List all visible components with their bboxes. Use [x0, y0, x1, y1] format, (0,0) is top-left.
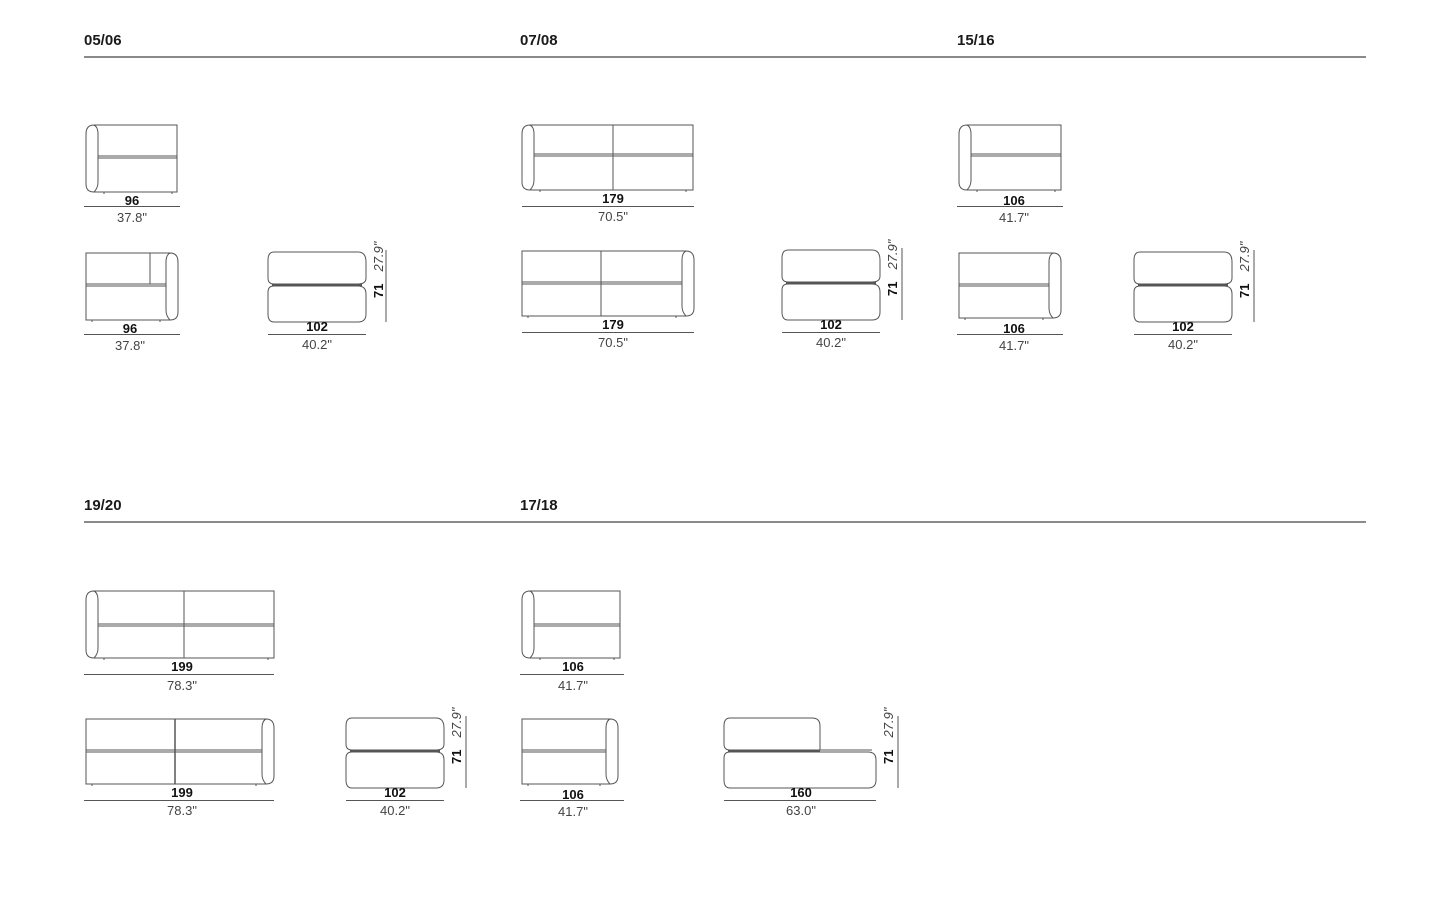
- dim-width-in: 41.7": [999, 210, 1029, 225]
- dim-width-in: 78.3": [167, 803, 197, 818]
- module-07-08-front-bottom: 179 70.5": [520, 248, 696, 349]
- dim-height: 71 27.9": [448, 708, 466, 764]
- dim-width-in: 70.5": [598, 335, 628, 350]
- sofa-front-arm-left-drawing: [85, 124, 178, 194]
- section-label-05-06: 05/06: [84, 32, 122, 49]
- dim-width-in: 37.8": [117, 210, 147, 225]
- section-label-19-20: 19/20: [84, 497, 122, 514]
- dim-depth-in: 40.2": [302, 337, 332, 352]
- dim-width-in: 41.7": [558, 678, 588, 693]
- dim-depth-in: 63.0": [786, 803, 816, 818]
- module-19-20-front-bottom: 199 78.3": [84, 716, 278, 818]
- module-17-18-side-chaise: 160 63.0" 71 27.9": [722, 708, 922, 818]
- module-17-18-front-top: 106 41.7": [520, 588, 626, 692]
- sofa-front-2seat-arm-left-drawing: [85, 590, 275, 660]
- module-07-08-front-top: 179 70.5": [520, 122, 696, 223]
- dim-width-cm: 106: [562, 787, 584, 802]
- module-15-16-front-bottom: 106 41.7": [957, 250, 1063, 352]
- dim-width-cm: 96: [124, 193, 140, 208]
- section-label-15-16: 15/16: [957, 32, 995, 49]
- dim-height-cm: 71: [1237, 283, 1252, 298]
- dim-height-in: 27.9": [1237, 241, 1252, 272]
- dim-width-cm: 199: [171, 785, 193, 800]
- sofa-front-2seat-arm-left-drawing: [521, 124, 694, 192]
- sofa-side-drawing: [345, 716, 467, 789]
- dim-height: 71 27.9": [370, 242, 388, 298]
- dim-width-in: 78.3": [167, 678, 197, 693]
- dim-height-cm: 71: [881, 749, 896, 764]
- dim-height-cm: 71: [885, 281, 900, 296]
- sofa-side-drawing: [781, 248, 903, 321]
- sofa-front-arm-left-drawing: [958, 124, 1062, 192]
- section-label-17-18: 17/18: [520, 497, 558, 514]
- dim-height-in: 27.9": [371, 241, 386, 272]
- sofa-side-drawing: [1133, 250, 1255, 323]
- dim-height-cm: 71: [371, 283, 386, 298]
- dim-depth-in: 40.2": [380, 803, 410, 818]
- dim-width-cm: 96: [122, 321, 138, 336]
- sofa-front-arm-left-drawing: [521, 590, 621, 660]
- sofa-side-chaise-drawing: [723, 716, 899, 789]
- module-15-16-side: 102 40.2" 71 27.9": [1132, 242, 1272, 352]
- module-19-20-side: 102 40.2" 71 27.9": [344, 708, 484, 818]
- dim-depth-cm: 102: [1172, 319, 1194, 334]
- section-divider-top: [84, 56, 1366, 58]
- dim-height: 71 27.9": [884, 240, 902, 296]
- module-05-06-front-bottom: 96 37.8": [84, 250, 180, 353]
- module-15-16-front-top: 106 41.7": [957, 122, 1063, 224]
- dim-height: 71 27.9": [1236, 242, 1254, 298]
- sofa-front-arm-right-drawing: [85, 252, 179, 322]
- dim-width-cm: 106: [562, 659, 584, 674]
- section-divider-bottom: [84, 521, 1366, 523]
- sofa-front-2seat-arm-right-drawing: [85, 718, 275, 786]
- dim-height-in: 27.9": [881, 707, 896, 738]
- dim-height: 71 27.9": [880, 708, 898, 764]
- sofa-front-arm-right-drawing: [958, 252, 1062, 320]
- dim-width-in: 70.5": [598, 209, 628, 224]
- dim-width-cm: 179: [602, 317, 624, 332]
- module-05-06-front-top: 96 37.8": [84, 122, 180, 225]
- module-05-06-side: 102 40.2" 71 27.9": [266, 242, 406, 352]
- sofa-front-arm-right-drawing: [521, 718, 619, 786]
- dim-width-cm: 179: [602, 191, 624, 206]
- dim-depth-in: 40.2": [816, 335, 846, 350]
- dim-width-cm: 106: [1003, 321, 1025, 336]
- dim-width-in: 41.7": [558, 804, 588, 819]
- dim-width-in: 37.8": [115, 338, 145, 353]
- dim-depth-cm: 160: [790, 785, 812, 800]
- dim-height-cm: 71: [449, 749, 464, 764]
- module-17-18-front-bottom: 106 41.7": [520, 716, 626, 819]
- dim-depth-cm: 102: [820, 317, 842, 332]
- dim-height-in: 27.9": [885, 239, 900, 270]
- dim-width-cm: 106: [1003, 193, 1025, 208]
- sofa-front-2seat-arm-right-drawing: [521, 250, 695, 318]
- dim-width-in: 41.7": [999, 338, 1029, 353]
- module-07-08-side: 102 40.2" 71 27.9": [780, 240, 920, 350]
- dim-depth-cm: 102: [384, 785, 406, 800]
- section-label-07-08: 07/08: [520, 32, 558, 49]
- dim-depth-in: 40.2": [1168, 337, 1198, 352]
- dim-depth-cm: 102: [306, 319, 328, 334]
- module-19-20-front-top: 199 78.3": [84, 588, 278, 692]
- dim-width-cm: 199: [171, 659, 193, 674]
- sofa-side-drawing: [267, 250, 387, 323]
- dim-height-in: 27.9": [449, 707, 464, 738]
